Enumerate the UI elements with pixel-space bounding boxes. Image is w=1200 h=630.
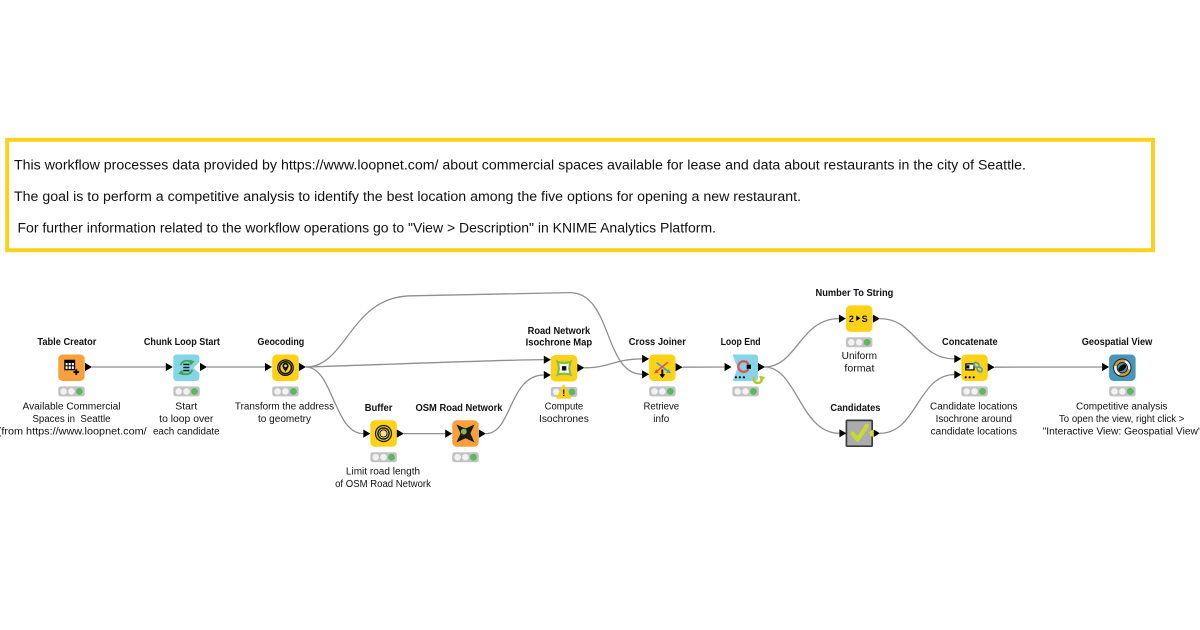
svg-text:OSM Road Network: OSM Road Network [416, 403, 503, 414]
svg-text:candidate locations: candidate locations [931, 426, 1017, 437]
svg-text:The goal is to perform a compe: The goal is to perform a competitive ana… [14, 189, 801, 204]
svg-text:Competitive analysis: Competitive analysis [1076, 402, 1167, 413]
svg-text:of OSM Road Network: of OSM Road Network [335, 479, 432, 490]
svg-text:Buffer: Buffer [365, 403, 393, 414]
svg-text:Candidate locations: Candidate locations [930, 402, 1018, 413]
svg-text:to loop over: to loop over [159, 414, 214, 425]
svg-text:2: 2 [849, 314, 854, 324]
svg-text:Transform the address: Transform the address [235, 402, 334, 413]
svg-text:Retrieve: Retrieve [643, 402, 679, 413]
svg-text:Table Creator: Table Creator [37, 337, 96, 348]
svg-text:format: format [844, 364, 874, 375]
svg-text:This workflow processes data p: This workflow processes data provided by… [14, 157, 1026, 172]
svg-text:To open the view, right click: To open the view, right click > [1059, 414, 1185, 425]
svg-text:Road Network: Road Network [528, 326, 591, 337]
svg-text:Start: Start [175, 402, 197, 413]
svg-text:S: S [862, 314, 868, 324]
svg-text:Isochrone Map: Isochrone Map [526, 338, 593, 349]
svg-text:Candidates: Candidates [830, 403, 880, 414]
svg-text:Number To String: Number To String [816, 288, 894, 299]
svg-text:Chunk Loop Start: Chunk Loop Start [144, 337, 221, 348]
svg-text:For further information relate: For further information related to the w… [18, 220, 717, 235]
svg-text:Uniform: Uniform [842, 351, 877, 362]
svg-text:Available Commercial: Available Commercial [23, 402, 121, 413]
svg-text:Spaces in Seattle: Spaces in Seattle [32, 414, 111, 425]
svg-text:Compute: Compute [545, 402, 584, 413]
svg-text:"Interactive View: Geospatial: "Interactive View: Geospatial View" [1043, 426, 1200, 437]
svg-text:Geocoding: Geocoding [258, 337, 305, 348]
svg-text:Loop End: Loop End [721, 337, 761, 348]
svg-text:Isochrone around: Isochrone around [936, 414, 1012, 425]
svg-text:Isochrones: Isochrones [539, 414, 589, 425]
svg-text:Cross Joiner: Cross Joiner [629, 337, 686, 348]
svg-text:each candidate: each candidate [153, 426, 220, 437]
svg-text:(from https://www.loopnet.com/: (from https://www.loopnet.com/ [0, 426, 147, 437]
svg-text:info: info [653, 414, 669, 425]
svg-text:Limit road length: Limit road length [346, 466, 420, 477]
svg-text:!: ! [562, 388, 565, 399]
svg-text:to geometry: to geometry [258, 414, 311, 425]
svg-text:Geospatial View: Geospatial View [1082, 337, 1153, 348]
svg-text:Concatenate: Concatenate [942, 337, 998, 348]
